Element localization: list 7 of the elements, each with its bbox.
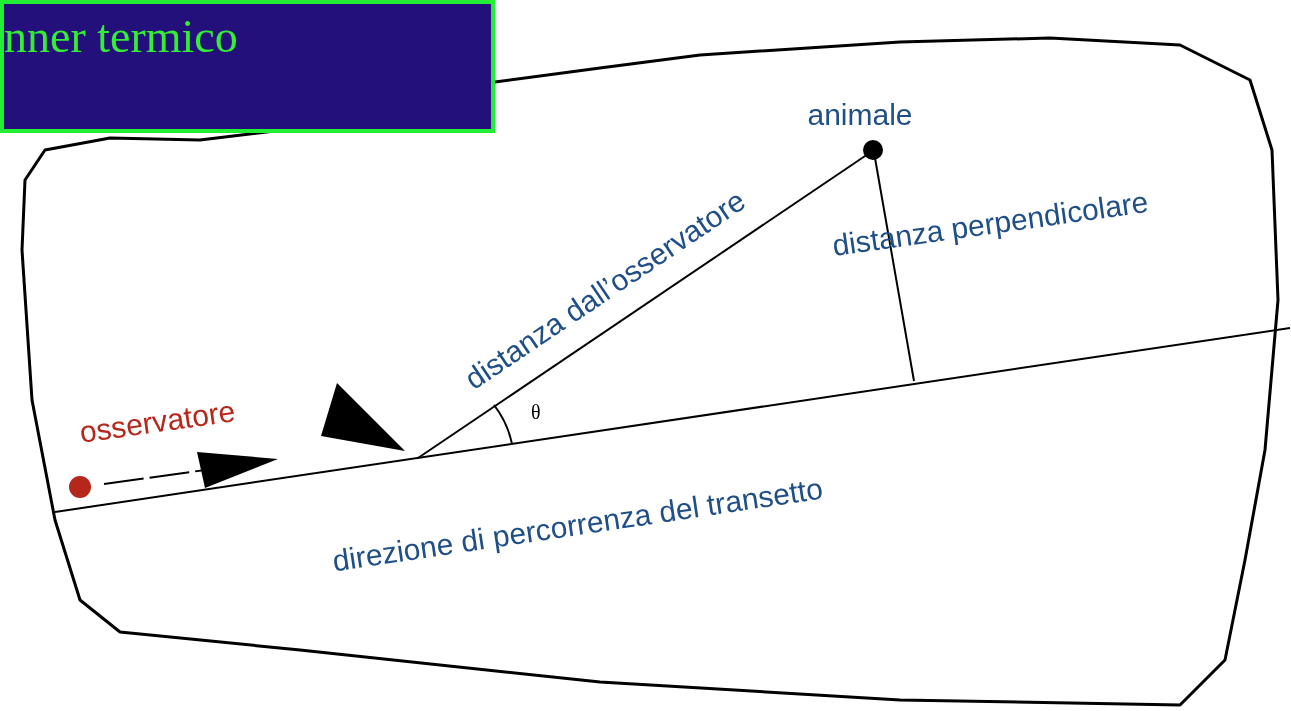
observer-label: osservatore — [76, 394, 237, 450]
angle-symbol: θ — [531, 400, 541, 424]
transect-label: direzione di percorrenza del transetto — [329, 471, 825, 579]
distance-label: distanza perpendicolare — [829, 185, 1150, 263]
animal-label: animale — [807, 98, 913, 132]
banner-title: nner termico — [4, 10, 238, 63]
title-banner — [0, 0, 495, 133]
